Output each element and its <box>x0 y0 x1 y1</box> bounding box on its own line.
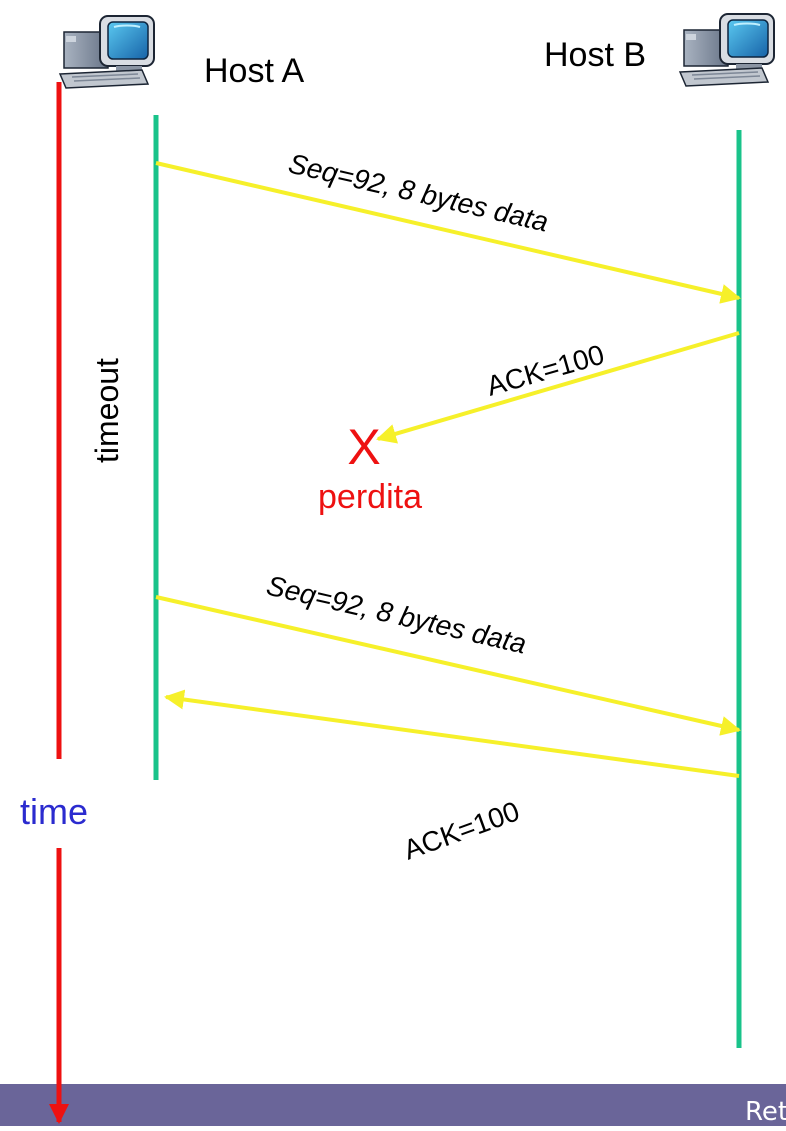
loss-label: perdita <box>318 478 422 516</box>
timeout-label: timeout <box>89 358 125 463</box>
host-a-label: Host A <box>204 52 304 90</box>
message-label: ACK=100 <box>399 795 523 865</box>
message-arrow <box>164 689 740 778</box>
message-arrow <box>376 331 740 444</box>
message-arrow <box>155 161 741 304</box>
computer-icon <box>58 15 155 89</box>
footer-band <box>0 1084 786 1126</box>
time-label: time <box>20 791 88 832</box>
message-label: Seq=92, 8 bytes data <box>264 570 530 660</box>
computer-icon <box>678 13 775 87</box>
message-label: ACK=100 <box>483 339 608 402</box>
footer-text: Reti <box>745 1097 786 1126</box>
message-arrow <box>155 595 741 736</box>
loss-mark: X <box>347 419 380 475</box>
host-b-label: Host B <box>544 36 646 74</box>
